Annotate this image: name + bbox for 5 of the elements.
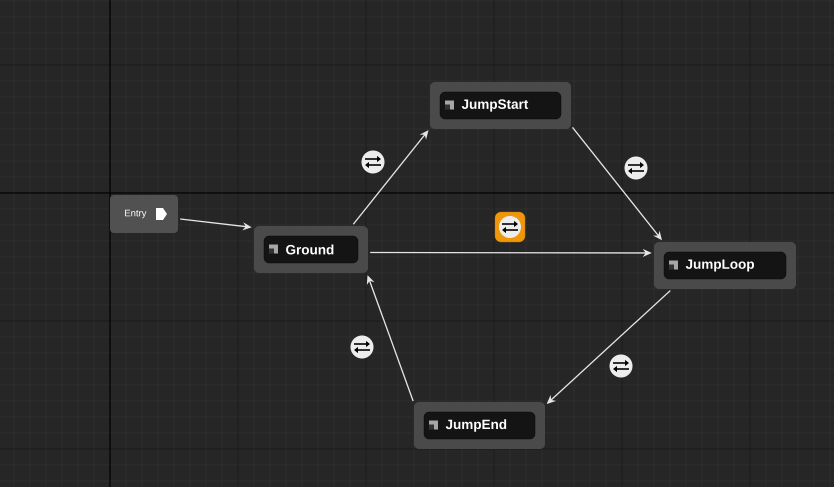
- state-box: Ground: [254, 226, 368, 273]
- state-box: JumpStart: [430, 82, 571, 129]
- state-box: JumpEnd: [414, 402, 545, 449]
- state-box: JumpLoop: [654, 242, 796, 289]
- entry-box: Entry: [110, 195, 178, 233]
